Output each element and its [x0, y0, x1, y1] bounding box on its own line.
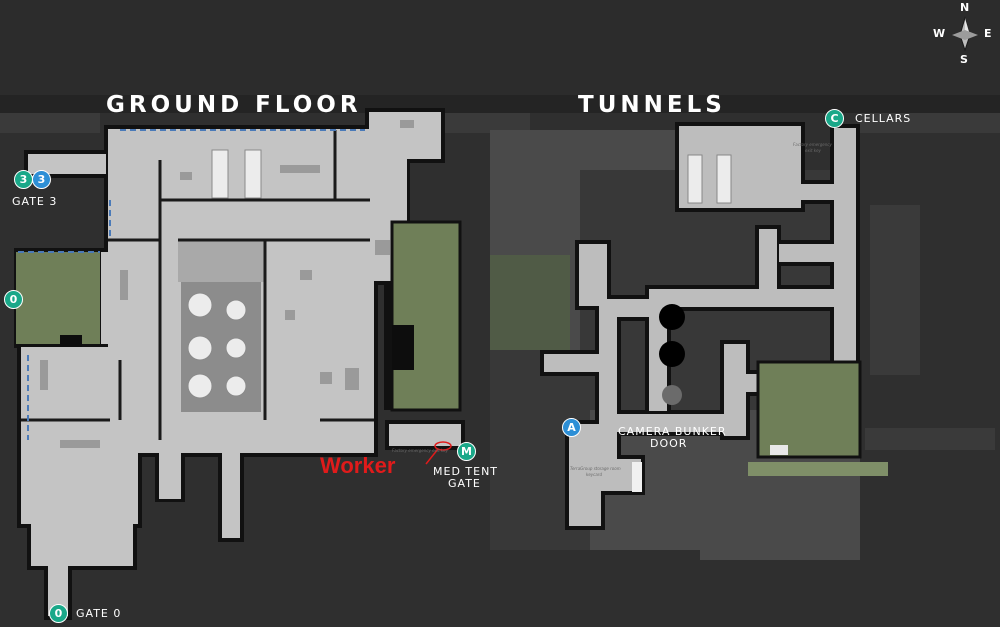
terragroup-note-line2: keycard: [586, 472, 602, 477]
ground-floor-title: GROUND FLOOR: [106, 92, 362, 118]
terragroup-note-line1: TerraGroup storage room: [570, 466, 621, 471]
cellars-marker[interactable]: C: [825, 109, 844, 128]
title-band: [0, 95, 1000, 113]
ground-floor: [14, 108, 465, 620]
gate3-marker-b[interactable]: 3: [32, 170, 51, 189]
med-tent-label-line2: GATE: [448, 477, 481, 490]
cellars-label: CELLARS: [855, 112, 912, 125]
compass-west: W: [933, 27, 946, 40]
worker-pointer-icon: [425, 441, 452, 465]
compass-rose-icon: [952, 16, 978, 52]
outer-faded-rooms: [0, 113, 1000, 450]
camera-bunker-label-line2: DOOR: [650, 437, 688, 450]
cellars-key-note-line2: exit key: [805, 148, 821, 153]
med-tent-marker[interactable]: M: [457, 442, 476, 461]
compass-east: E: [984, 27, 992, 40]
tunnels: [490, 122, 888, 560]
compass: N E S W: [930, 0, 1000, 70]
tunnel-a-marker[interactable]: A: [562, 418, 581, 437]
compass-south: S: [960, 53, 968, 66]
factory-exit-key-note: Factory emergency exit key: [392, 448, 449, 453]
med-tent-label-line1: MED TENT: [433, 465, 499, 478]
gate3-label: GATE 3: [12, 195, 58, 208]
camera-bunker-label-line1: CAMERA BUNKER: [618, 425, 727, 438]
gate0-south-marker[interactable]: 0: [49, 604, 68, 623]
gate0-west-marker[interactable]: 0: [4, 290, 23, 309]
gate3-marker-a[interactable]: 3: [14, 170, 33, 189]
worker-annotation: Worker: [320, 453, 396, 478]
top-band: [0, 0, 1000, 95]
compass-north: N: [960, 1, 970, 14]
cellars-key-note-line1: Factory emergency: [793, 142, 832, 147]
gate0-label: GATE 0: [76, 607, 122, 620]
tunnels-title: TUNNELS: [578, 92, 726, 118]
